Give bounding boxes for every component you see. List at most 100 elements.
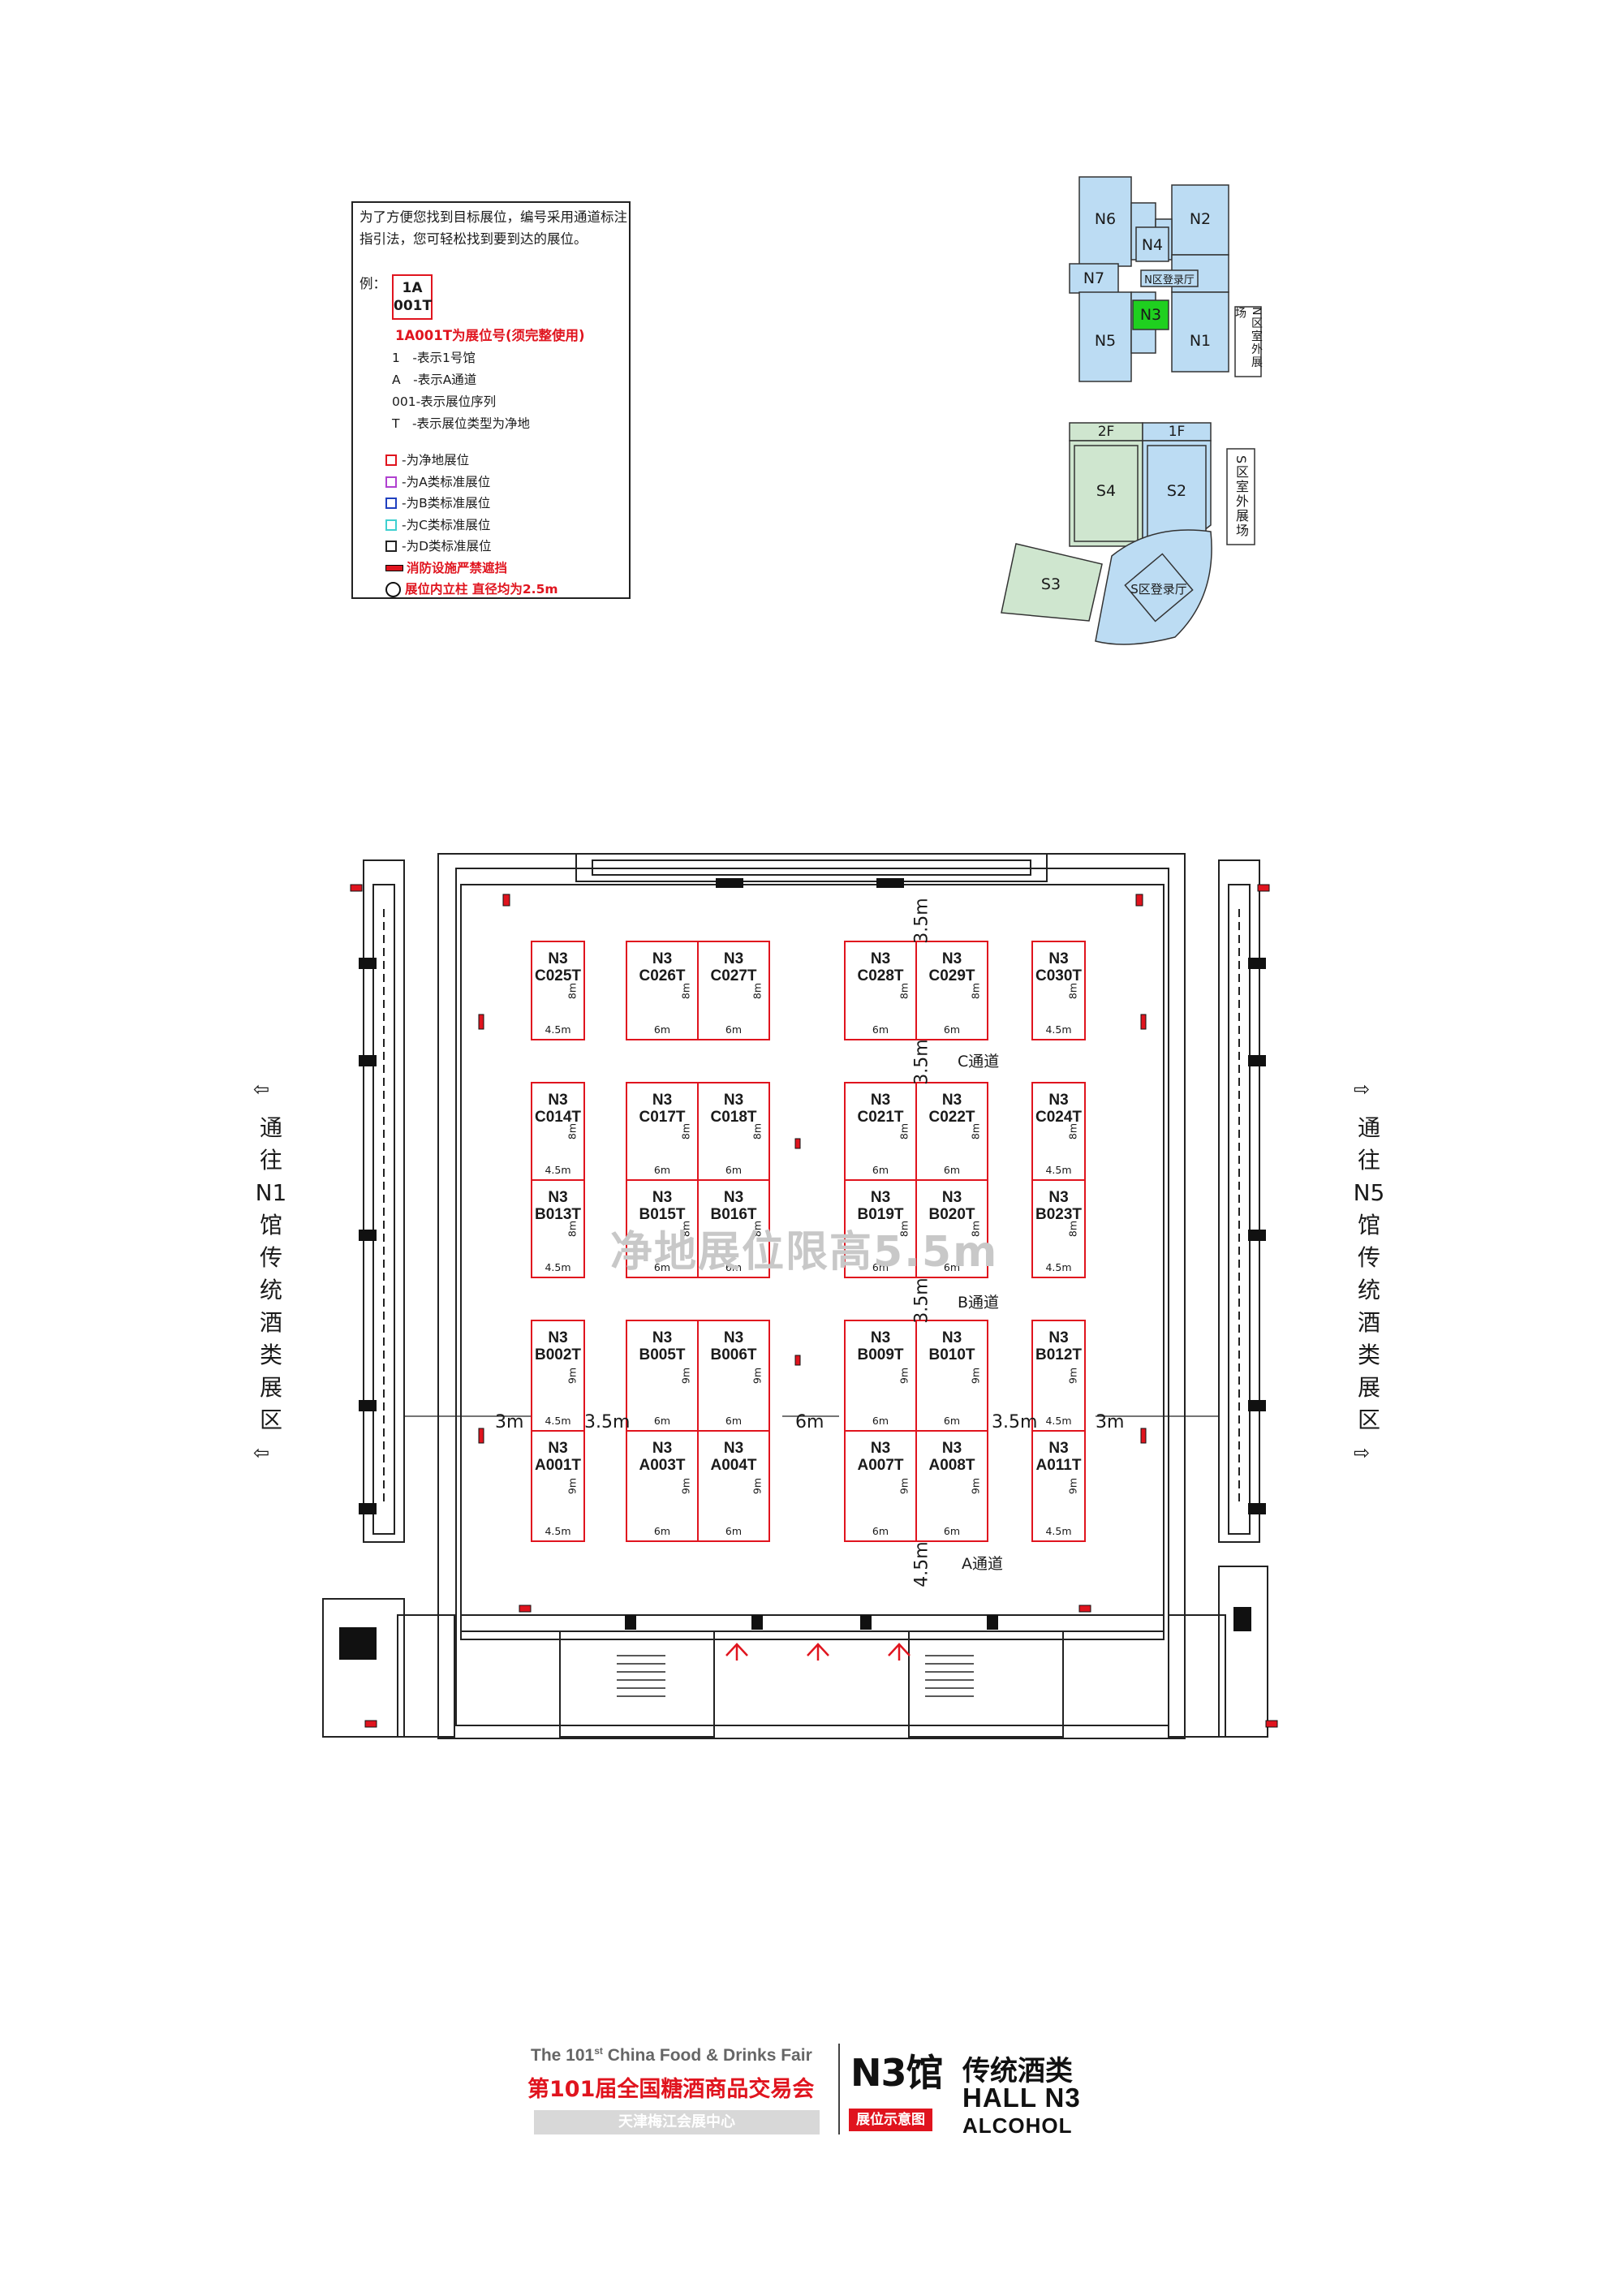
footer-english-title: The 101st China Food & Drinks Fair	[531, 2045, 812, 2065]
footer-divider	[838, 2044, 840, 2134]
zone-n-lobby: N区登录厅	[1144, 274, 1195, 286]
footer-category-en: ALCOHOL	[962, 2113, 1073, 2138]
keymap-south-zone: 2F 1F S4 S2 S区室外展场 S3 S区登录厅	[998, 418, 1266, 653]
legend-fire-note: 消防设施严禁遮挡	[385, 558, 558, 579]
legend-fire-label: 消防设施严禁遮挡	[407, 560, 508, 575]
zone-s3: S3	[1040, 575, 1061, 593]
keymap-north-zone: N6 N2 N4 N7 N区登录厅 N3 N5 N1 N区室外展场	[1063, 170, 1266, 398]
legend-code-item: 001-表示展位序列	[392, 394, 497, 409]
footer-chinese-title: 第101届全国糖酒商品交易会	[527, 2077, 815, 2102]
arrow-left-icon: ⇦	[253, 1441, 270, 1464]
legend-type-list: -为净地展位 -为A类标准展位 -为B类标准展位 -为C类标准展位 -为D类标准…	[385, 450, 558, 601]
dim-right-outer: 3m	[1096, 1412, 1125, 1432]
legend-type-label: -为净地展位	[402, 453, 470, 467]
dim-left-outer: 3m	[495, 1412, 524, 1432]
legend-example-line1: 1A	[402, 280, 423, 296]
fire-equipment-icon	[385, 564, 403, 571]
legend-swatch-icon	[385, 454, 397, 467]
aisle-b-label: B通道	[958, 1294, 1000, 1312]
legend-type-label: -为B类标准展位	[402, 496, 491, 510]
legend-type-b: -为B类标准展位	[385, 493, 558, 515]
legend-type-label: -为D类标准展位	[402, 539, 492, 554]
legend-type-a: -为A类标准展位	[385, 472, 558, 493]
dim-c-gap: 3.5m	[911, 1039, 932, 1085]
arrow-right-icon: ⇨	[1354, 1078, 1371, 1101]
aisle-c-label: C通道	[958, 1053, 1000, 1070]
legend-pillar-label: 展位内立柱 直径均为2.5m	[405, 582, 558, 597]
legend-type-raw: -为净地展位	[385, 450, 558, 472]
dim-b-gap: 3.5m	[911, 1277, 932, 1324]
legend-type-label: -为C类标准展位	[402, 517, 491, 532]
footer-category-cn: 传统酒类	[962, 2055, 1073, 2087]
pillar-icon	[385, 581, 401, 597]
legend-pillar-note: 展位内立柱 直径均为2.5m	[385, 579, 558, 601]
legend-booth-id-note: 1A001T为展位号(须完整使用)	[395, 328, 585, 343]
legend-swatch-icon	[385, 541, 397, 553]
legend-swatch-icon	[385, 476, 397, 488]
zone-s-1f: 1F	[1168, 424, 1186, 440]
legend-example-label: 例：	[359, 276, 386, 291]
dim-a-gap: 4.5m	[911, 1541, 932, 1587]
zone-n7: N7	[1083, 269, 1105, 287]
legend-type-d: -为D类标准展位	[385, 536, 558, 558]
zone-n1: N1	[1189, 332, 1212, 350]
zone-s4: S4	[1096, 482, 1117, 500]
aisle-a-label: A通道	[962, 1555, 1003, 1573]
legend-example-line2: 001T	[394, 298, 433, 314]
dim-top-gap: 3.5m	[911, 898, 932, 944]
footer-map-tag: 展位示意图	[849, 2109, 932, 2131]
dim-center: 6m	[795, 1412, 824, 1432]
zone-s-lobby: S区登录厅	[1130, 581, 1187, 597]
dim-left-inner: 3.5m	[584, 1412, 631, 1432]
legend-code-item: A -表示A通道	[392, 373, 477, 387]
zone-n5: N5	[1094, 332, 1117, 350]
legend-code-item: T -表示展位类型为净地	[392, 416, 531, 431]
legend-example-booth: 1A 001T	[392, 274, 433, 320]
hall-structure	[322, 853, 1278, 1739]
arrow-right-icon: ⇨	[1354, 1441, 1371, 1464]
zone-s-2f: 2F	[1097, 424, 1115, 440]
legend-box: 为了方便您找到目标展位，编号采用通道标注指引法，您可轻松找到要到达的展位。 例：…	[351, 201, 631, 599]
height-limit-watermark: 净地展位限高5.5m	[610, 1228, 999, 1277]
zone-n4: N4	[1141, 236, 1164, 254]
legend-intro: 为了方便您找到目标展位，编号采用通道标注指引法，您可轻松找到要到达的展位。	[359, 209, 627, 247]
legend-code-list: 1 -表示1号馆 A -表示A通道 001-表示展位序列 T -表示展位类型为净…	[392, 347, 530, 435]
footer-hall-en: HALL N3	[962, 2083, 1081, 2113]
legend-type-label: -为A类标准展位	[402, 474, 491, 489]
zone-s2: S2	[1166, 482, 1187, 500]
zone-n3-current: N3	[1139, 306, 1162, 324]
keymap-north-outline	[1069, 176, 1262, 382]
dim-right-inner: 3.5m	[992, 1412, 1038, 1432]
